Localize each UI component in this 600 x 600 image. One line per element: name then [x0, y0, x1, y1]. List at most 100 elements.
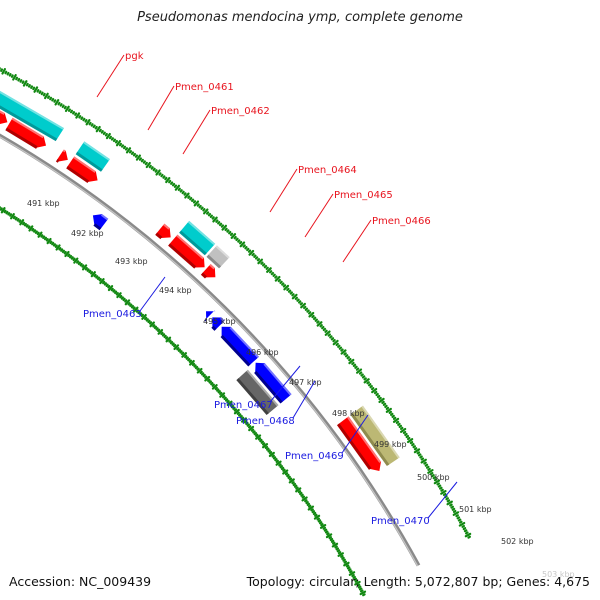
- inner-tick-minor: [185, 356, 189, 360]
- outer-tick-major: [385, 407, 392, 413]
- inner-tick-minor: [305, 501, 309, 505]
- backbone-highlight: [0, 136, 419, 567]
- inner-tick-minor: [247, 425, 252, 429]
- gene-label-pmen-0467[interactable]: Pmen_0467: [214, 400, 273, 411]
- outer-tick-ring: [0, 67, 472, 539]
- outer-tick-minor: [72, 111, 76, 115]
- inner-tick-minor: [260, 440, 265, 444]
- outer-tick-minor: [458, 520, 463, 524]
- inner-tick-minor: [184, 354, 188, 359]
- leader-pmen-0464: [269, 168, 298, 213]
- gene-label-pmen-0465[interactable]: Pmen_0465: [334, 190, 393, 201]
- outer-tick-minor: [369, 385, 373, 389]
- inner-tick-minor: [323, 528, 328, 532]
- outer-tick-major: [266, 267, 272, 273]
- inner-tick-minor: [240, 416, 245, 420]
- outer-tick-major: [221, 224, 228, 231]
- inner-tick-major: [55, 244, 61, 251]
- inner-tick-minor: [86, 268, 90, 272]
- gene-label-pmen-0466[interactable]: Pmen_0466: [372, 216, 431, 227]
- inner-tick-minor: [153, 325, 158, 330]
- inner-tick-minor: [304, 499, 308, 503]
- inner-tick-minor: [58, 247, 62, 251]
- inner-tick-minor: [107, 284, 111, 289]
- leader-pmen-0463: [139, 276, 166, 312]
- inner-tick-minor: [219, 391, 223, 396]
- outer-tick-minor: [457, 518, 462, 522]
- inner-tick-minor: [288, 477, 293, 481]
- cds-pgk: [5, 117, 47, 149]
- outer-tick-minor: [190, 198, 195, 202]
- inner-tick-major: [233, 408, 240, 415]
- outer-tick-major: [203, 208, 209, 215]
- inner-tick-minor: [324, 530, 329, 534]
- outer-tick-major: [324, 330, 331, 336]
- cds-pmen-0469-body: [221, 326, 259, 366]
- inner-tick-minor: [307, 504, 312, 508]
- gene-pmen-0470: [236, 369, 279, 416]
- outer-tick-minor: [289, 291, 293, 295]
- inner-tick-minor: [110, 287, 114, 292]
- outer-tick-major: [95, 125, 101, 133]
- inner-tick-minor: [221, 395, 226, 399]
- inner-tick-minor: [144, 316, 148, 321]
- inner-tick-minor: [25, 224, 29, 228]
- cds-pmen-0464-body: [156, 223, 171, 239]
- inner-tick-minor: [216, 388, 220, 392]
- inner-tick-minor: [255, 433, 259, 437]
- inner-tick-minor: [236, 411, 240, 415]
- gene-label-pmen-0468[interactable]: Pmen_0468: [236, 416, 295, 427]
- outer-tick-minor: [92, 124, 96, 129]
- inner-tick-minor: [272, 456, 277, 460]
- gene-label-pmen-0469[interactable]: Pmen_0469: [285, 451, 344, 462]
- inner-tick-major: [248, 425, 255, 432]
- gene-pmen-0466-highlight: [215, 245, 230, 259]
- inner-tick-major: [275, 460, 282, 466]
- inner-tick-minor: [122, 297, 126, 302]
- inner-tick-minor: [88, 269, 92, 274]
- outer-tick-minor: [242, 244, 246, 248]
- outer-tick-minor: [150, 166, 154, 170]
- leader-pgk: [96, 54, 125, 98]
- inner-tick-minor: [334, 545, 338, 549]
- inner-tick-minor: [12, 215, 16, 220]
- gene-label-pmen-0463[interactable]: Pmen_0463: [83, 309, 142, 320]
- inner-tick-minor: [208, 380, 212, 384]
- inner-tick-major: [189, 359, 195, 366]
- outer-tick-minor: [299, 302, 304, 306]
- inner-tick-minor: [193, 364, 197, 368]
- outer-tick-minor: [294, 296, 299, 301]
- outer-tick-minor: [218, 222, 223, 227]
- inner-tick-minor: [261, 442, 266, 446]
- outer-tick-minor: [321, 325, 325, 330]
- cds-pmen-0465-shade: [168, 243, 197, 269]
- inner-tick-minor: [127, 302, 131, 306]
- outer-tick-minor: [104, 132, 108, 137]
- cds-pmen-0470-body: [255, 362, 292, 403]
- gene-label-pmen-0470[interactable]: Pmen_0470: [371, 516, 430, 527]
- outer-tick-minor: [8, 73, 12, 77]
- gene-pmen-0465-body: [180, 220, 216, 255]
- outer-tick-minor: [449, 503, 453, 507]
- outer-tick-minor: [251, 252, 255, 257]
- outer-tick-minor: [360, 373, 364, 377]
- outer-tick-major: [446, 500, 453, 506]
- outer-tick-minor: [398, 424, 403, 428]
- gene-label-pmen-0461[interactable]: Pmen_0461: [175, 82, 234, 93]
- inner-tick-minor: [199, 370, 203, 375]
- gene-pmen-0465-highlight: [187, 220, 216, 246]
- outer-tick-minor: [420, 457, 425, 461]
- inner-tick-major: [181, 352, 188, 358]
- inner-tick-major: [19, 219, 25, 226]
- outer-tick-minor: [270, 271, 275, 276]
- gene-pmen-0465-shade: [179, 230, 207, 256]
- outer-tick-minor: [375, 392, 379, 397]
- outer-tick-minor: [124, 147, 129, 151]
- gene-label-pmen-0464[interactable]: Pmen_0464: [298, 165, 357, 176]
- outer-tick-major: [212, 216, 218, 223]
- gene-label-pmen-0462[interactable]: Pmen_0462: [211, 106, 270, 117]
- gene-label-pgk[interactable]: pgk: [125, 51, 144, 62]
- inner-tick-minor: [140, 313, 145, 318]
- outer-tick-minor: [298, 300, 302, 304]
